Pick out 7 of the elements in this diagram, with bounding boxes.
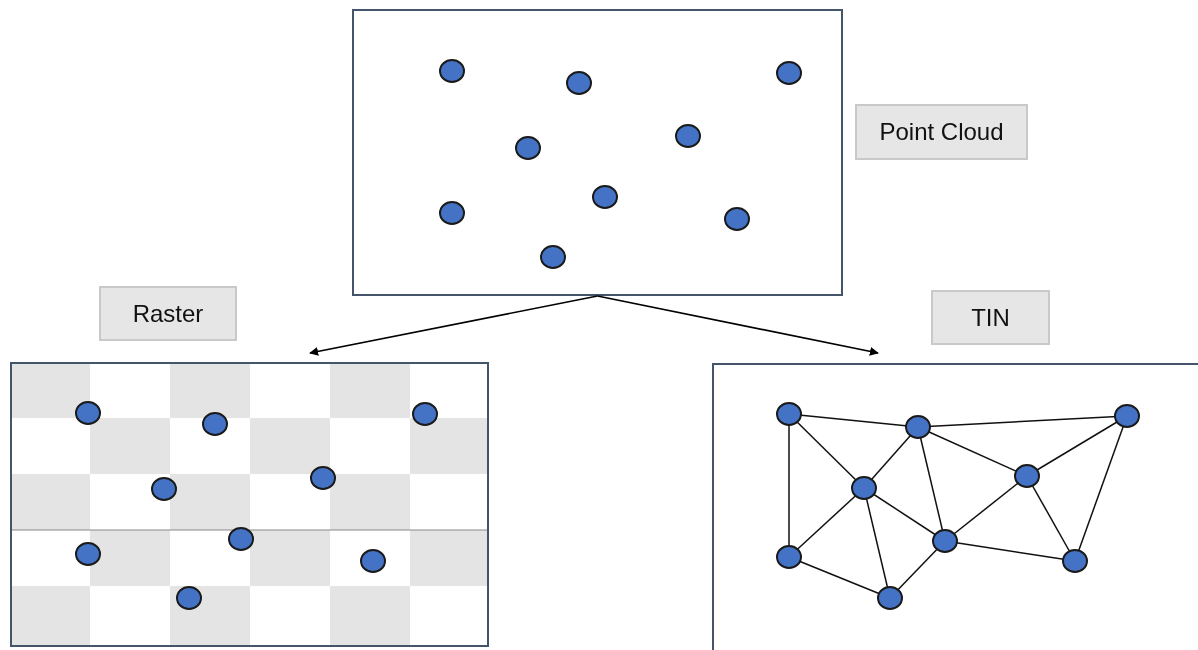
tin-panel (712, 363, 1198, 650)
label-box: TIN (931, 290, 1050, 345)
arrow (596, 295, 879, 356)
label-box: Raster (99, 286, 237, 341)
point-cloud-panel (352, 9, 843, 296)
arrow (309, 295, 599, 356)
label-box: Point Cloud (855, 104, 1028, 160)
